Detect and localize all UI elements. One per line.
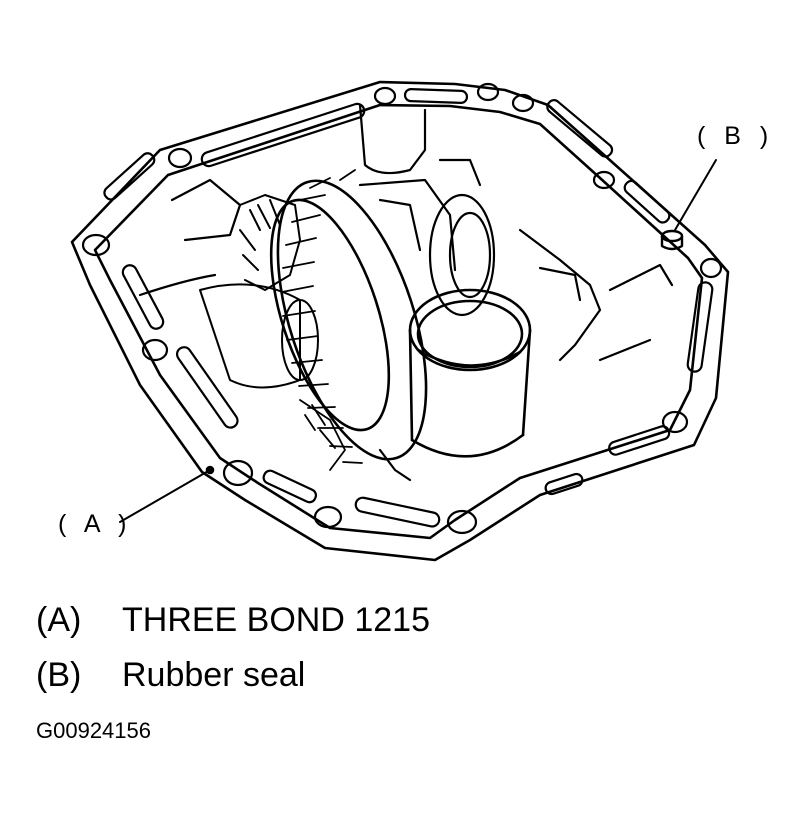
ring-gear: [269, 169, 428, 464]
differential-case: [358, 178, 496, 317]
lower-bevel-gears: [299, 399, 346, 471]
legend-row-a: (A) THREE BOND 1215: [36, 601, 430, 640]
legend-label-b: Rubber seal: [122, 656, 306, 694]
differential-housing-illustration: [70, 80, 730, 562]
pinion-gear: [199, 194, 319, 389]
leader-line-a: [119, 469, 211, 523]
housing-walls: [138, 103, 674, 482]
callout-b-label: ( B ): [697, 122, 775, 150]
callout-a-label: ( A ): [58, 510, 133, 538]
flange-bolt-holes: [81, 82, 723, 535]
flange-slots: [103, 88, 714, 528]
gasket-flange-inner: [93, 103, 704, 540]
figure-id: G00924156: [36, 718, 151, 743]
legend-key-a: (A): [36, 601, 82, 639]
leader-dot-a: [205, 465, 215, 475]
legend-key-b: (B): [36, 656, 82, 694]
output-sleeve: [408, 288, 532, 458]
leader-line-b: [674, 159, 717, 231]
gasket-flange-outer: [70, 80, 730, 562]
legend-label-a: THREE BOND 1215: [122, 601, 430, 639]
legend-row-b: (B) Rubber seal: [36, 656, 305, 695]
rubber-seal: [660, 229, 684, 251]
